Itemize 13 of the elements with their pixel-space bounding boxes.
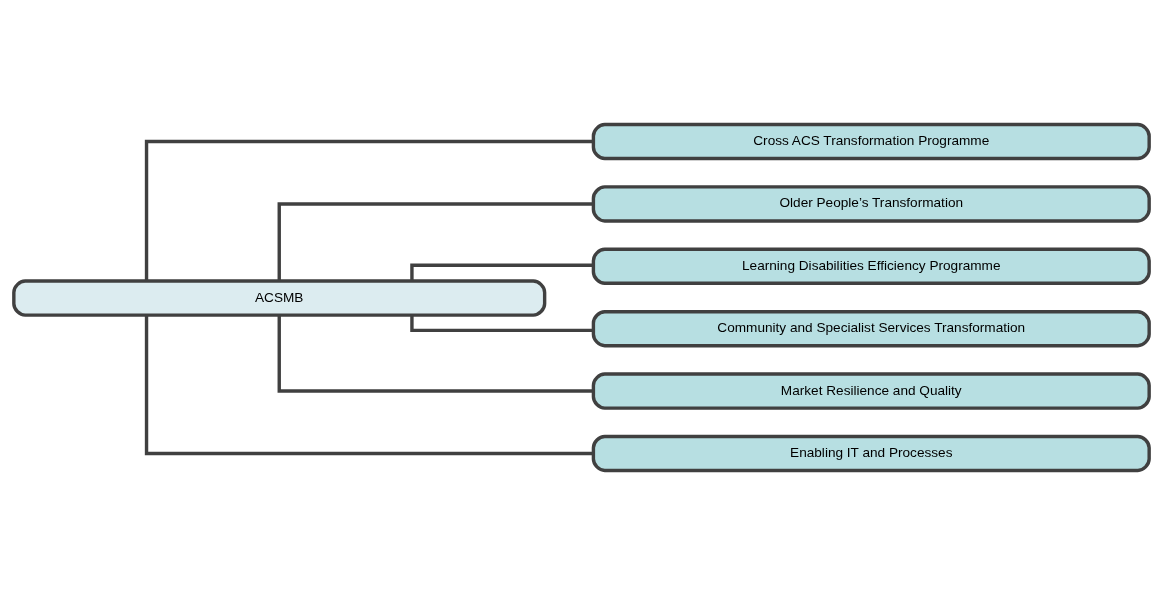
node-box: Market Resilience and Quality [591,372,1151,410]
connector [277,202,594,281]
connector [277,315,594,393]
connector [144,139,594,281]
node-box: ACSMB [12,279,547,317]
connector [410,315,594,333]
node-box: Enabling IT and Processes [591,434,1151,473]
connector [410,263,594,281]
node-box: Community and Specialist Services Transformation [591,310,1151,348]
node-box: Learning Disabilities Efficiency Programme [591,247,1151,285]
connector [144,315,594,456]
node-box: Cross ACS Transformation Programme [591,122,1151,161]
node-box: Older People’s Transformation [591,185,1151,223]
